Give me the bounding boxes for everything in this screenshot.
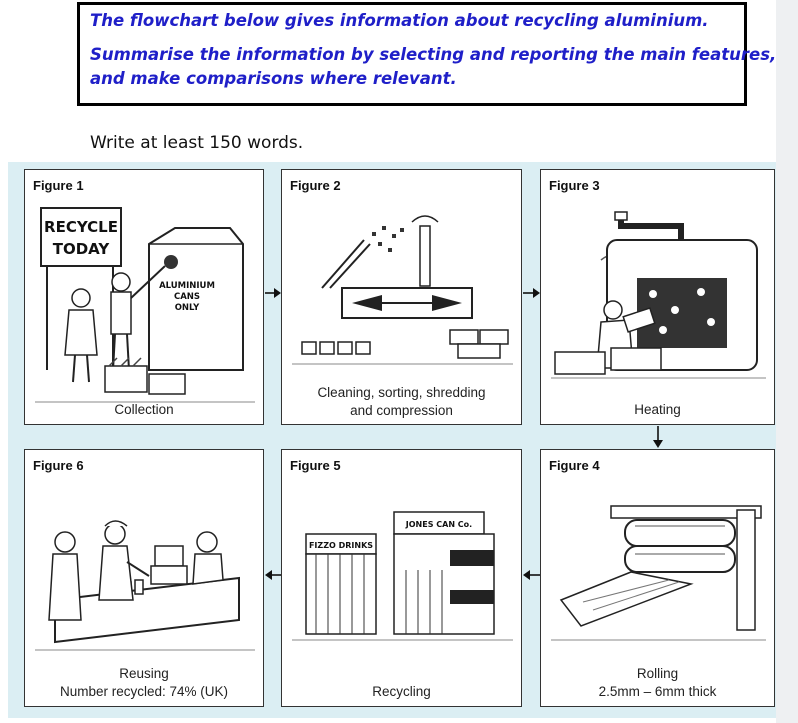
sign-text-1: RECYCLE (44, 218, 118, 236)
rolling-mill-illustration (551, 505, 766, 641)
figure-6-caption-line-1: Reusing (119, 666, 169, 681)
right-edge-strip (776, 0, 798, 723)
figure-6-title: Figure 6 (33, 458, 84, 473)
figure-1-panel: Figure 1 RECYCLE TODAY ALUMINIUM CANS ON… (24, 169, 264, 425)
bin-text-3: ONLY (175, 303, 200, 313)
figure-4-caption-line-1: Rolling (636, 666, 679, 681)
figure-2-panel: Figure 2 (281, 169, 522, 425)
collection-illustration: RECYCLE TODAY ALUMINIUM CANS ONLY (35, 207, 255, 403)
figure-5-panel: Figure 5 FIZZO DRINKS JONES CAN Co. Re (281, 449, 522, 707)
figure-3-title: Figure 3 (549, 178, 600, 193)
figure-4-panel: Figure 4 Rolling 2.5mm – 6mm thick (540, 449, 775, 707)
figure-5-title: Figure 5 (290, 458, 341, 473)
shop-counter-illustration (35, 520, 255, 651)
figure-1-title: Figure 1 (33, 178, 84, 193)
figure-2-caption-line-1: Cleaning, sorting, shredding (317, 385, 486, 400)
figure-1-caption: Collection (114, 402, 174, 417)
word-count-instruction: Write at least 150 words. (90, 133, 304, 153)
arrow-left-5-to-6 (265, 570, 281, 580)
factory-sign-2: JONES CAN Co. (405, 520, 472, 529)
figure-4-caption-line-2: 2.5mm – 6mm thick (598, 684, 717, 699)
figure-2-caption-line-2: and compression (350, 403, 453, 418)
bin-text-2: CANS (174, 292, 200, 302)
arrow-right-1-to-2 (265, 288, 281, 298)
figure-4-title: Figure 4 (549, 458, 600, 473)
figure-3-panel: Figure 3 Heating (540, 169, 775, 425)
arrow-down-3-to-4 (653, 426, 663, 448)
arrow-right-2-to-3 (523, 288, 540, 298)
figure-6-caption-line-2: Number recycled: 74% (UK) (59, 684, 229, 699)
factory-sign-1: FIZZO DRINKS (309, 541, 373, 550)
flowchart: Figure 1 RECYCLE TODAY ALUMINIUM CANS ON… (8, 162, 776, 718)
arrow-left-4-to-5 (523, 570, 540, 580)
furnace-illustration (551, 211, 766, 379)
prompt-line-2: Summarise the information by selecting a… (90, 45, 777, 64)
sign-text-2: TODAY (53, 240, 111, 258)
figure-5-caption: Recycling (372, 684, 431, 699)
prompt-line-1: The flowchart below gives information ab… (90, 11, 709, 30)
figure-2-title: Figure 2 (290, 178, 341, 193)
processing-illustration (292, 215, 513, 365)
bin-text-1: ALUMINIUM (159, 281, 215, 291)
factories-illustration: FIZZO DRINKS JONES CAN Co. (292, 511, 513, 641)
prompt-line-3: and make comparisons where relevant. (90, 69, 457, 88)
task-prompt-box: The flowchart below gives information ab… (77, 2, 777, 106)
figure-3-caption: Heating (634, 402, 681, 417)
figure-6-panel: Figure 6 Reusing Number recycled: 74% (U (24, 449, 264, 707)
